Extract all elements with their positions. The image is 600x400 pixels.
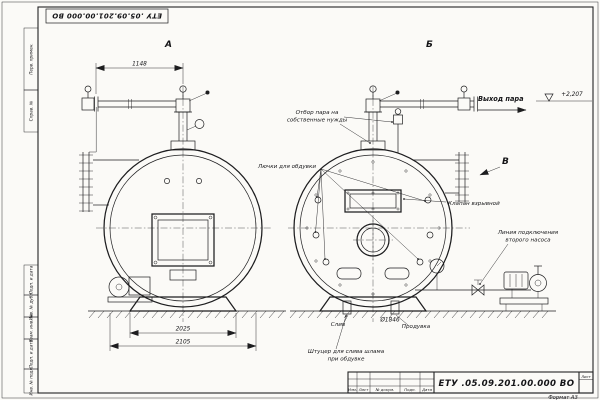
callout-drain: Слив bbox=[331, 322, 345, 328]
pressure-gauge-icon bbox=[429, 258, 445, 274]
gauge-column-a bbox=[79, 152, 139, 212]
title-row-label: Дата bbox=[421, 387, 433, 392]
handwheel-icon bbox=[179, 85, 187, 93]
callout-second-pump-1: Линия подключения bbox=[497, 230, 559, 236]
flipped-doc-number: ЕТУ .05.09.201.00.000 ВО bbox=[52, 11, 162, 19]
pump-icon bbox=[529, 274, 547, 292]
callout-steam-outlet: Выход пара bbox=[478, 95, 524, 103]
right-pipe-b bbox=[380, 85, 478, 112]
support-saddle-b: Ø1846 bbox=[289, 296, 556, 324]
callout-explosion-valve: Клапан взрывной bbox=[448, 201, 500, 207]
title-block: Изм. Лист № докум. Подп. Дата ЕТУ .05.09… bbox=[347, 371, 594, 400]
valve-icon bbox=[471, 284, 485, 296]
doc-number: ЕТУ .05.09.201.00.000 ВО bbox=[439, 379, 575, 389]
flipped-doc-stamp: ЕТУ .05.09.201.00.000 ВО bbox=[45, 8, 169, 24]
callout-steam-takeoff-1: Отбор пара на bbox=[296, 110, 339, 116]
handwheel-icon bbox=[84, 85, 92, 93]
margin-label: Инв. № дубл. bbox=[29, 292, 34, 321]
furnace-door bbox=[151, 178, 215, 281]
burner-blower bbox=[107, 276, 153, 303]
callout-blowdown: Продувка bbox=[402, 324, 431, 330]
margin-label: Справ. № bbox=[29, 100, 34, 121]
margin-label: Взам. инв. № bbox=[29, 313, 34, 342]
boiler-shell-rear bbox=[293, 148, 453, 308]
stay-bolts bbox=[305, 160, 441, 296]
safety-valve-assembly-a bbox=[170, 85, 210, 151]
margin-stamp-boxes: Перв. примен. Справ. № Подп. и дата Инв.… bbox=[23, 27, 39, 396]
callout-sludge-2: при обдувке bbox=[328, 357, 365, 363]
title-row-label: Лист bbox=[358, 387, 369, 392]
gauge-column-b bbox=[413, 152, 469, 202]
dimension-top-width: 1148 bbox=[132, 62, 147, 68]
title-row-label: Изм. bbox=[348, 387, 357, 392]
pressure-gauge-icon bbox=[194, 119, 205, 129]
callout-steam-takeoff-2: собственные нужды bbox=[287, 118, 348, 124]
callout-second-pump-2: второго насоса bbox=[505, 238, 551, 244]
callout-elevation: +2,207 bbox=[561, 92, 583, 98]
view-b-label: Б bbox=[426, 40, 433, 50]
handwheel-icon bbox=[394, 108, 402, 115]
elevation-mark-icon bbox=[544, 93, 554, 102]
handholes bbox=[336, 267, 410, 280]
view-a-label: А bbox=[164, 40, 172, 50]
margin-label: Инв. № подл. bbox=[29, 367, 34, 396]
dimension-saddle-span: 2025 bbox=[176, 327, 191, 333]
dimension-shell-diameter: Ø1846 bbox=[379, 317, 400, 324]
dimension-overall-width: 2105 bbox=[176, 340, 191, 346]
sheet-header: Лист bbox=[580, 374, 591, 379]
boiler-shell-front bbox=[103, 148, 263, 308]
margin-label: Подп. и дата bbox=[29, 339, 34, 368]
feed-pump-unit bbox=[415, 258, 549, 311]
view-v-label: В bbox=[502, 157, 509, 167]
dimensions-view-a: 2025 2105 1148 bbox=[95, 62, 257, 351]
view-b-rear: Б bbox=[288, 40, 556, 324]
margin-label: Подп. и дата bbox=[29, 265, 34, 294]
safety-valve-assembly-b bbox=[360, 85, 403, 153]
motor-icon bbox=[503, 271, 529, 290]
callouts: Отбор пара на собственные нужды Лючки дл… bbox=[257, 92, 592, 363]
format-note: Формат А3 bbox=[548, 395, 578, 400]
title-row-label: Подп. bbox=[404, 387, 416, 392]
manhole bbox=[353, 220, 393, 260]
callout-sludge-1: Штуцер для слива шлама bbox=[308, 349, 385, 355]
title-row-label: № докум. bbox=[375, 387, 395, 392]
view-a-front: А bbox=[79, 40, 286, 351]
left-pipe-a bbox=[81, 85, 176, 153]
handwheel-icon bbox=[460, 85, 468, 93]
callout-blow-hatches: Лючки для обдувки bbox=[257, 164, 316, 170]
handwheel-icon bbox=[369, 85, 377, 93]
view-v-arrow: В bbox=[479, 157, 509, 176]
margin-label: Перв. примен. bbox=[29, 43, 34, 74]
